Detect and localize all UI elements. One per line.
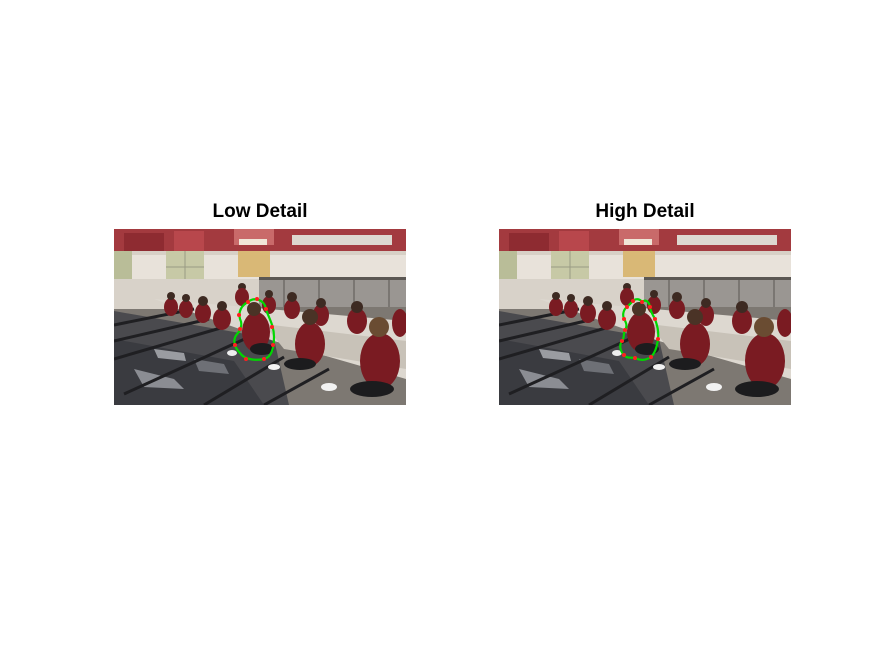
rowing-scene-image: [114, 229, 406, 405]
panel-title: High Detail: [595, 201, 695, 222]
segmentation-contour: [233, 298, 276, 361]
rowing-photo: [499, 229, 791, 405]
panel-low-detail: Low Detail: [114, 201, 406, 411]
seed-points: [620, 299, 660, 360]
seed-points: [233, 297, 275, 361]
segmentation-overlay: [233, 297, 276, 361]
panel-high-detail: High Detail: [499, 201, 791, 411]
rowing-scene-image: [499, 229, 791, 405]
rowing-photo: [114, 229, 406, 405]
segmentation-overlay: [619, 298, 660, 361]
panel-title: Low Detail: [212, 201, 308, 222]
